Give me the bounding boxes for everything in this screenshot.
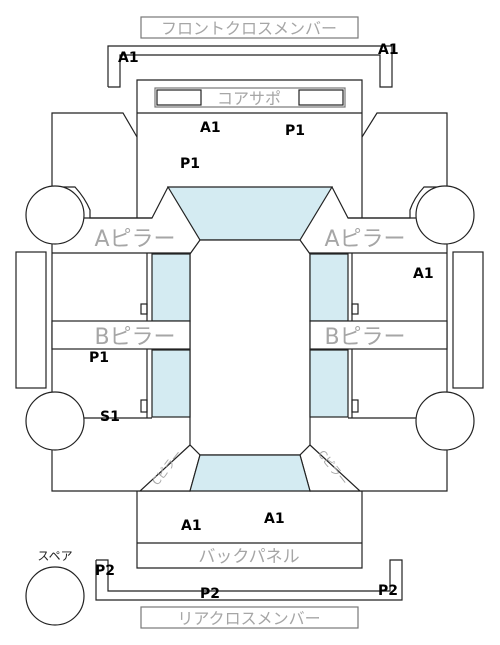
rear-cross-member-label: リアクロスメンバー xyxy=(177,609,320,628)
mark-core-right: P1 xyxy=(285,123,305,139)
mark-rear-bottom: P2 xyxy=(200,586,220,602)
front-left-wheel[interactable] xyxy=(25,185,85,245)
front-right-wheel[interactable] xyxy=(415,185,475,245)
rear-cross-member[interactable] xyxy=(95,559,403,601)
spare-tire[interactable] xyxy=(25,566,85,626)
left-rear-door-handle xyxy=(140,399,148,413)
b-pillar-right[interactable] xyxy=(309,320,448,350)
front-cross-member-box xyxy=(140,16,359,39)
rear-cross-member-box xyxy=(140,606,359,629)
front-right-fender[interactable] xyxy=(331,112,448,219)
right-headlight[interactable] xyxy=(298,89,344,106)
front-left-fender[interactable] xyxy=(51,112,169,219)
b-pillar-left[interactable] xyxy=(51,320,191,350)
mark-left-side: P1 xyxy=(89,350,109,366)
left-headlight[interactable] xyxy=(156,89,202,106)
mark-front-member-left: A1 xyxy=(118,50,139,66)
rear-window[interactable] xyxy=(189,454,311,492)
mark-front-left: P1 xyxy=(180,156,200,172)
core-support-label: コアサポ xyxy=(217,89,281,108)
rear-left-wheel[interactable] xyxy=(25,391,85,451)
core-support-outline[interactable] xyxy=(136,79,363,218)
spare-tire-label: スペア xyxy=(37,549,72,563)
right-rear-door-handle xyxy=(351,399,359,413)
b-pillar-left-label: Bピラー xyxy=(94,325,175,350)
mark-rear-right-corner: P2 xyxy=(378,583,398,599)
right-side-strip[interactable] xyxy=(452,251,484,389)
front-cross-member[interactable] xyxy=(107,45,393,88)
a-pillar-left-label: Aピラー xyxy=(94,227,175,252)
mark-left-sill: S1 xyxy=(100,409,120,425)
a-pillar-right-label: Aピラー xyxy=(324,227,405,252)
mark-spare-side: P2 xyxy=(95,563,115,579)
rear-right-wheel[interactable] xyxy=(415,391,475,451)
windshield[interactable] xyxy=(166,186,334,241)
core-support-box xyxy=(154,87,346,108)
mark-front-member-right: A1 xyxy=(378,42,399,58)
left-side-strip[interactable] xyxy=(15,251,47,389)
left-rear-window[interactable] xyxy=(151,349,191,418)
mark-rear-left: A1 xyxy=(181,518,202,534)
trunk-lid[interactable] xyxy=(136,491,363,569)
mark-right-side: A1 xyxy=(413,266,434,282)
b-pillar-right-label: Bピラー xyxy=(324,325,405,350)
right-front-door-handle xyxy=(351,303,359,315)
mark-rear-right: A1 xyxy=(264,511,285,527)
roof[interactable] xyxy=(189,239,311,456)
left-front-window[interactable] xyxy=(151,253,191,322)
mark-core-left: A1 xyxy=(200,120,221,136)
right-rear-window[interactable] xyxy=(309,349,349,418)
right-front-window[interactable] xyxy=(309,253,349,322)
left-front-door-handle xyxy=(140,303,148,315)
front-cross-member-label: フロントクロスメンバー xyxy=(161,19,337,38)
back-panel-label: バックパネル xyxy=(198,547,299,567)
